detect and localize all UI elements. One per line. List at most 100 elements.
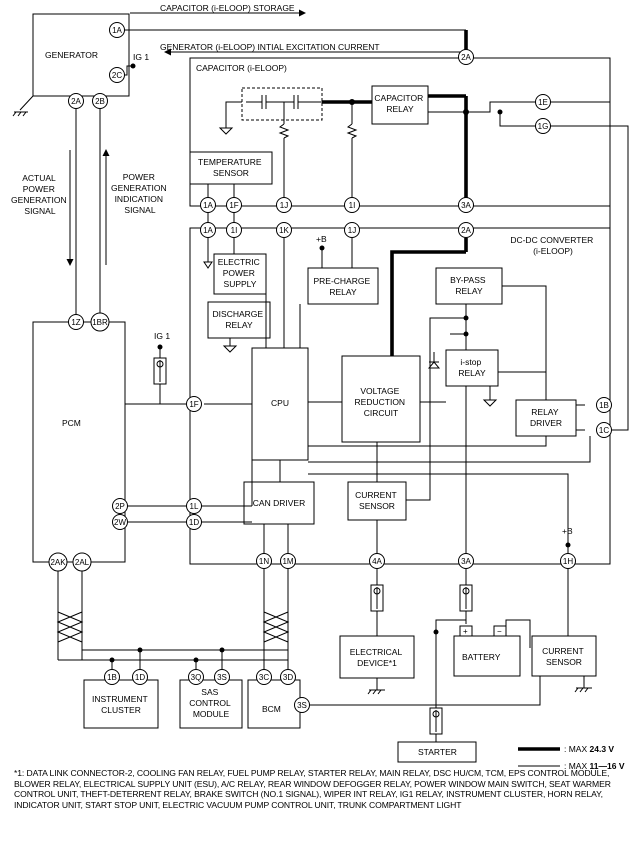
bcm-label: BCM bbox=[262, 704, 281, 714]
pin-dc-1H: 1H bbox=[560, 553, 576, 569]
svg-text:2A: 2A bbox=[461, 53, 471, 62]
temperature-sensor bbox=[189, 151, 273, 185]
pcm-ig-label: IG 1 bbox=[154, 331, 170, 341]
pin-pcm-1BR: 1BR bbox=[90, 312, 110, 332]
indication-signal-label: POWER GENERATION INDICATION SIGNAL bbox=[111, 172, 169, 215]
sas-control-module bbox=[179, 679, 243, 729]
pin-dc-1B: 1B bbox=[596, 397, 612, 413]
svg-text:1B: 1B bbox=[599, 401, 609, 410]
svg-text:1L: 1L bbox=[190, 502, 199, 511]
svg-text:1D: 1D bbox=[135, 673, 145, 682]
storage-label: CAPACITOR (i-ELOOP) STORAGE bbox=[160, 3, 295, 13]
legend-thick-label: : MAX 24.3 V bbox=[564, 744, 614, 754]
twisted-pair-icon bbox=[56, 611, 84, 643]
dcdc-current-sensor bbox=[347, 481, 407, 521]
svg-text:1D: 1D bbox=[189, 518, 199, 527]
pcm-label: PCM bbox=[62, 418, 81, 428]
twisted-pair-icon-2 bbox=[262, 611, 290, 643]
pin-dc-1J: 1J bbox=[344, 222, 360, 238]
pre-charge-relay bbox=[307, 267, 379, 305]
svg-text:1I: 1I bbox=[231, 226, 238, 235]
pin-cap-2A: 2A bbox=[458, 49, 474, 65]
dcdc-title: DC-DC CONVERTER (i-ELOOP) bbox=[510, 235, 595, 256]
svg-text:1J: 1J bbox=[280, 201, 288, 210]
instrument-cluster-label: INSTRUMENT CLUSTER bbox=[92, 694, 150, 715]
svg-text:1H: 1H bbox=[563, 557, 573, 566]
svg-text:1K: 1K bbox=[279, 226, 289, 235]
pre-charge-relay-label: PRE-CHARGE RELAY bbox=[313, 276, 372, 297]
electric-power-supply bbox=[213, 253, 267, 295]
generator-ig-label: IG 1 bbox=[133, 52, 149, 62]
external-current-sensor-label: CURRENT SENSOR bbox=[542, 646, 586, 667]
diode-icon bbox=[427, 352, 441, 369]
svg-text:1BR: 1BR bbox=[92, 318, 108, 327]
generator-ground-icon bbox=[12, 95, 34, 117]
svg-text:1C: 1C bbox=[599, 426, 609, 435]
voltage-reduction-circuit bbox=[341, 355, 421, 443]
pin-gen-2A: 2A bbox=[68, 93, 84, 109]
svg-text:2C: 2C bbox=[112, 71, 122, 80]
svg-text:1N: 1N bbox=[259, 557, 269, 566]
capacitor-relay bbox=[371, 85, 429, 125]
capacitor-relay-label: CAPACITOR RELAY bbox=[374, 93, 425, 114]
current-sensor-plusb: +B bbox=[562, 526, 573, 536]
pin-cap-1E: 1E bbox=[535, 94, 551, 110]
starter-label: STARTER bbox=[418, 747, 457, 757]
electric-power-supply-label: ELECTRIC POWER SUPPLY bbox=[218, 257, 262, 289]
cpu-label: CPU bbox=[271, 398, 289, 408]
pin-sas-3Q: 3Q bbox=[188, 669, 204, 685]
pin-dc-1A: 1A bbox=[200, 222, 216, 238]
pin-dc-4A: 4A bbox=[369, 553, 385, 569]
battery bbox=[453, 635, 521, 677]
svg-text:2W: 2W bbox=[114, 518, 126, 527]
svg-text:1A: 1A bbox=[203, 226, 213, 235]
sas-label: SAS CONTROL MODULE bbox=[189, 687, 233, 719]
discharge-relay-label: DISCHARGE RELAY bbox=[213, 309, 266, 330]
instrument-cluster bbox=[83, 679, 159, 729]
dcdc-current-sensor-label: CURRENT SENSOR bbox=[355, 490, 399, 511]
pin-dc-1D: 1D bbox=[186, 514, 202, 530]
can-driver bbox=[243, 481, 315, 525]
pin-dc-1C: 1C bbox=[596, 422, 612, 438]
relay-driver bbox=[515, 399, 577, 437]
svg-text:1F: 1F bbox=[229, 201, 238, 210]
excitation-label: GENERATOR (i-ELOOP) INTIAL EXCITATION CU… bbox=[160, 42, 380, 52]
starter bbox=[397, 741, 477, 763]
generator-label: GENERATOR bbox=[45, 50, 98, 60]
svg-text:3Q: 3Q bbox=[191, 673, 202, 682]
battery-minus: − bbox=[497, 627, 502, 636]
capacitor-icon bbox=[246, 95, 322, 109]
pin-ic-1B: 1B bbox=[104, 669, 120, 685]
pin-pcm-2AL: 2AL bbox=[72, 552, 92, 572]
pin-gen-1A: 1A bbox=[109, 22, 125, 38]
svg-text:1Z: 1Z bbox=[71, 318, 80, 327]
capacitor-title: CAPACITOR (i-ELOOP) bbox=[196, 63, 287, 73]
electrical-device-label: ELECTRICAL DEVICE*1 bbox=[350, 647, 405, 668]
svg-text:2AL: 2AL bbox=[75, 558, 90, 567]
legend-thin-label: : MAX 11—16 V bbox=[564, 761, 625, 771]
electrical-ground-icon bbox=[367, 678, 385, 695]
can-driver-label: CAN DRIVER bbox=[253, 498, 305, 508]
svg-text:3S: 3S bbox=[217, 673, 227, 682]
pin-cap-1J: 1J bbox=[276, 197, 292, 213]
relay-driver-label: RELAY DRIVER bbox=[530, 407, 562, 428]
svg-text:2P: 2P bbox=[115, 502, 125, 511]
pin-bcm-3D: 3D bbox=[280, 669, 296, 685]
pin-dc-1F: 1F bbox=[186, 396, 202, 412]
pin-pcm-2P: 2P bbox=[112, 498, 128, 514]
footnote: *1: DATA LINK CONNECTOR-2, COOLING FAN R… bbox=[14, 768, 611, 810]
pin-dc-3A: 3A bbox=[458, 553, 474, 569]
svg-text:3D: 3D bbox=[283, 673, 293, 682]
svg-text:2B: 2B bbox=[95, 97, 105, 106]
external-current-sensor bbox=[531, 635, 597, 677]
current-sensor-ground-icon bbox=[574, 676, 592, 693]
pin-gen-2B: 2B bbox=[92, 93, 108, 109]
svg-text:1M: 1M bbox=[282, 557, 293, 566]
actual-signal-label: ACTUAL POWER GENERATION SIGNAL bbox=[11, 173, 69, 216]
pin-pcm-2AK: 2AK bbox=[48, 552, 68, 572]
svg-text:1E: 1E bbox=[538, 98, 548, 107]
svg-text:2A: 2A bbox=[461, 226, 471, 235]
svg-text:1B: 1B bbox=[107, 673, 117, 682]
pin-cap-1F: 1F bbox=[226, 197, 242, 213]
